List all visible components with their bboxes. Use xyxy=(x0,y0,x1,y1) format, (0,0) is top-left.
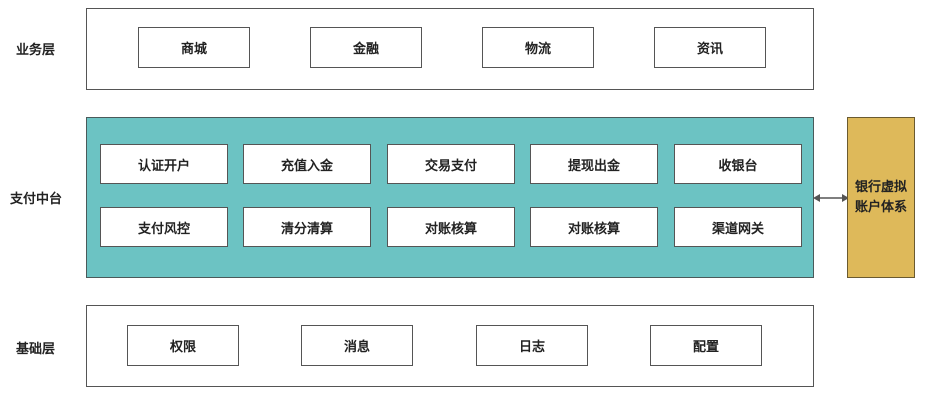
module-configuration: 配置 xyxy=(650,325,762,366)
module-recharge: 充值入金 xyxy=(243,144,371,184)
payment-platform-frame xyxy=(86,117,814,278)
bidirectional-arrow xyxy=(813,194,849,202)
module-withdrawal: 提现出金 xyxy=(530,144,658,184)
module-clearing-settlement: 清分清算 xyxy=(243,207,371,247)
business-layer-label: 业务层 xyxy=(16,43,56,58)
module-news: 资讯 xyxy=(654,27,766,68)
module-transaction-payment: 交易支付 xyxy=(387,144,515,184)
module-logs: 日志 xyxy=(476,325,588,366)
module-risk-control: 支付风控 xyxy=(100,207,228,247)
module-mall: 商城 xyxy=(138,27,250,68)
module-cashier: 收银台 xyxy=(674,144,802,184)
bank-virtual-account-box: 银行虚拟 账户体系 xyxy=(847,117,915,278)
foundation-layer-label: 基础层 xyxy=(16,342,56,357)
module-account-opening: 认证开户 xyxy=(100,144,228,184)
bank-virtual-account-line2: 账户体系 xyxy=(854,199,907,215)
module-reconciliation-1: 对账核算 xyxy=(387,207,515,247)
module-reconciliation-2: 对账核算 xyxy=(530,207,658,247)
module-logistics: 物流 xyxy=(482,27,594,68)
module-messages: 消息 xyxy=(301,325,413,366)
payment-platform-label: 支付中台 xyxy=(10,192,63,207)
module-finance: 金融 xyxy=(310,27,422,68)
module-permissions: 权限 xyxy=(127,325,239,366)
bank-virtual-account-line1: 银行虚拟 xyxy=(854,179,907,195)
module-channel-gateway: 渠道网关 xyxy=(674,207,802,247)
